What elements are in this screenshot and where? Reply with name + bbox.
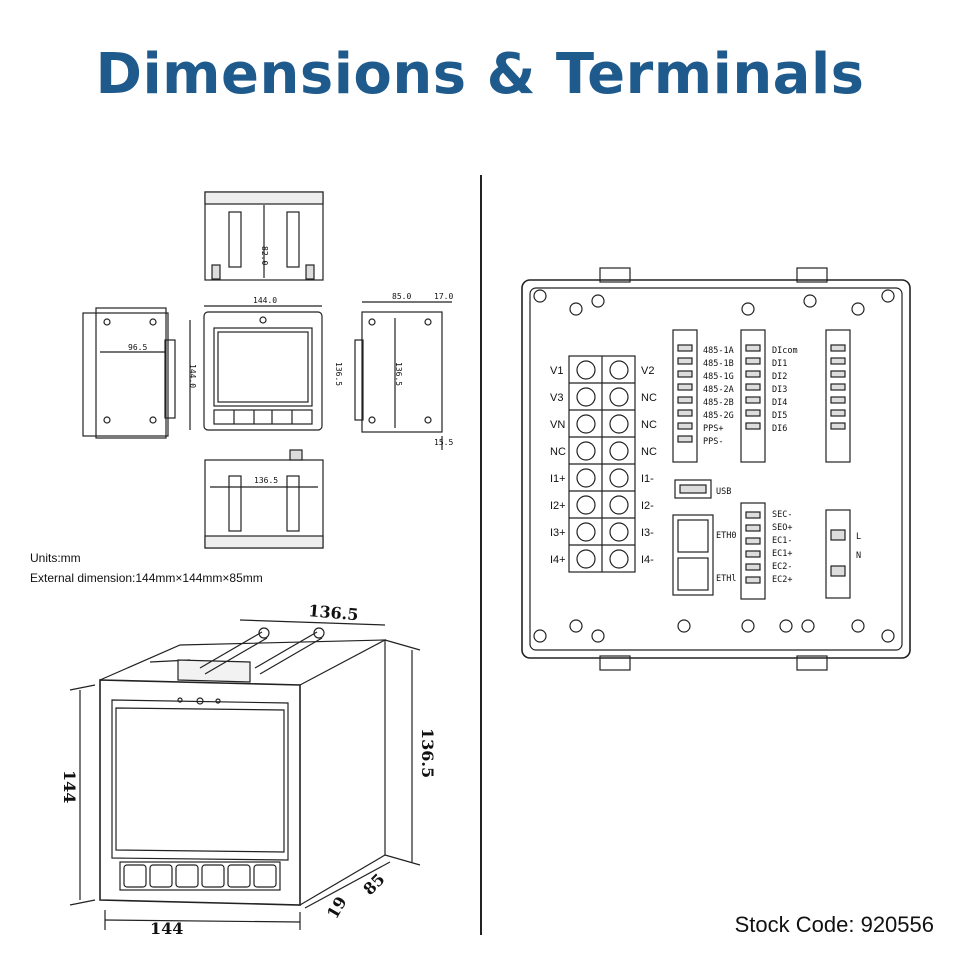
right-side-view [354,301,452,450]
rs485-label: 485-2G [703,411,734,421]
terminal-left-label: NC [550,446,566,458]
di-label: DIcom [772,346,798,356]
terminal-left-label: I1+ [550,473,566,485]
rs485-label: 485-1A [703,346,734,356]
dim-top-depth: 82.0 [260,246,269,265]
eth0-label: ETH0 [716,531,736,541]
front-view [203,305,323,431]
dim-front-width: 144.0 [253,296,277,305]
dim-rear-depth: 96.5 [128,343,147,352]
dim-bottom-width: 136.5 [254,476,278,485]
terminal-left-label: VN [550,419,565,431]
rear-side-view [82,307,191,439]
di-label: DI5 [772,411,787,421]
ec-label: EC2+ [772,575,792,585]
terminal-right-label: I4- [641,554,654,566]
dim-side-height-2: 136.5 [394,362,403,386]
di-label: DI1 [772,359,787,369]
external-dimension-label: External dimension:144mm×144mm×85mm [30,571,263,585]
ec-label: SEO+ [772,523,792,533]
iso-dim-height: 136.5 [418,728,437,778]
page-title: Dimensions & Terminals [95,42,865,107]
terminal-right-label: I3- [641,527,654,539]
iso-dim-width: 136.5 [308,601,360,624]
terminal-left-label: V3 [550,392,563,404]
stock-code: Stock Code: 920556 [734,912,934,937]
iso-dim-front-width: 144 [150,919,183,938]
usb-label: USB [716,487,731,497]
terminal-right-label: V2 [641,365,654,377]
terminal-right-label: NC [641,446,657,458]
di-label: DI3 [772,385,787,395]
terminal-right-label: NC [641,419,657,431]
eth1-label: ETHl [716,574,736,584]
terminal-right-label: NC [641,392,657,404]
bottom-view [204,449,324,549]
power-label: L [856,532,861,542]
di-label: DI6 [772,424,787,434]
isometric-view [69,619,421,930]
terminal-right-label: I2- [641,500,654,512]
terminal-left-label: V1 [550,365,563,377]
dim-panel-thickness: 15.5 [434,438,453,447]
ec-label: EC1- [772,536,792,546]
top-view [204,191,324,281]
ec-label: EC2- [772,562,792,572]
rs485-label: 485-1B [703,359,734,369]
di-label: DI2 [772,372,787,382]
units-label: Units:mm [30,551,81,565]
ec-label: SEC- [772,510,792,520]
ec-label: EC1+ [772,549,792,559]
iso-dim-depth: 85 [359,870,388,899]
dim-side-panel: 17.0 [434,292,453,301]
di-label: DI4 [772,398,787,408]
rs485-label: 485-2A [703,385,734,395]
iso-dim-bezel: 19 [323,893,351,922]
iso-dim-front-height: 144 [60,770,79,803]
terminal-left-label: I2+ [550,500,566,512]
dim-side-height: 136.5 [334,362,343,386]
rs485-label: PPS+ [703,424,723,434]
rs485-label: 485-1G [703,372,734,382]
dim-side-depth: 85.0 [392,292,411,301]
units-note: Units:mm External dimension:144mm×144mm×… [30,548,263,588]
rs485-label: 485-2B [703,398,734,408]
terminal-left-label: I4+ [550,554,566,566]
rear-terminal-panel [521,267,911,671]
power-label: N [856,551,861,561]
terminal-left-label: I3+ [550,527,566,539]
rs485-label: PPS- [703,437,723,447]
terminal-right-label: I1- [641,473,654,485]
dim-front-height: 144.0 [188,364,197,388]
vertical-divider [480,175,482,935]
